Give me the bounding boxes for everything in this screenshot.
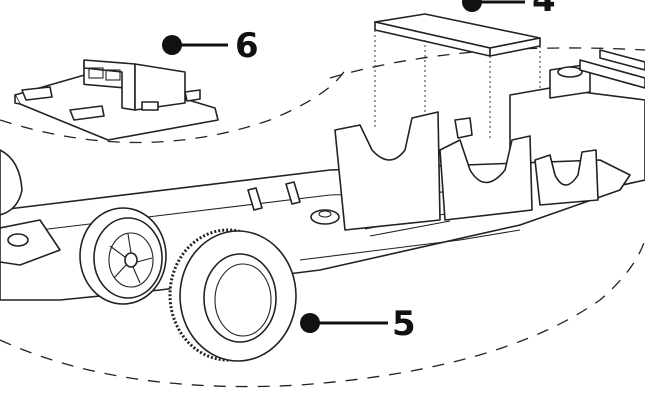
callout-number-6: 6 [235, 26, 259, 66]
callout-number-5: 5 [392, 304, 416, 344]
part-6-board [14, 59, 219, 141]
part-4-block [374, 13, 541, 150]
part-5-tire [168, 228, 297, 362]
spoked-wheel [79, 207, 167, 305]
callout-number-4: 4 [532, 0, 556, 20]
callout-6: 6 [162, 26, 259, 66]
callout-4: 4 [462, 0, 556, 20]
left-axle [0, 149, 61, 266]
assembly-guide-arcs [0, 47, 645, 388]
callout-5: 5 [300, 304, 416, 344]
